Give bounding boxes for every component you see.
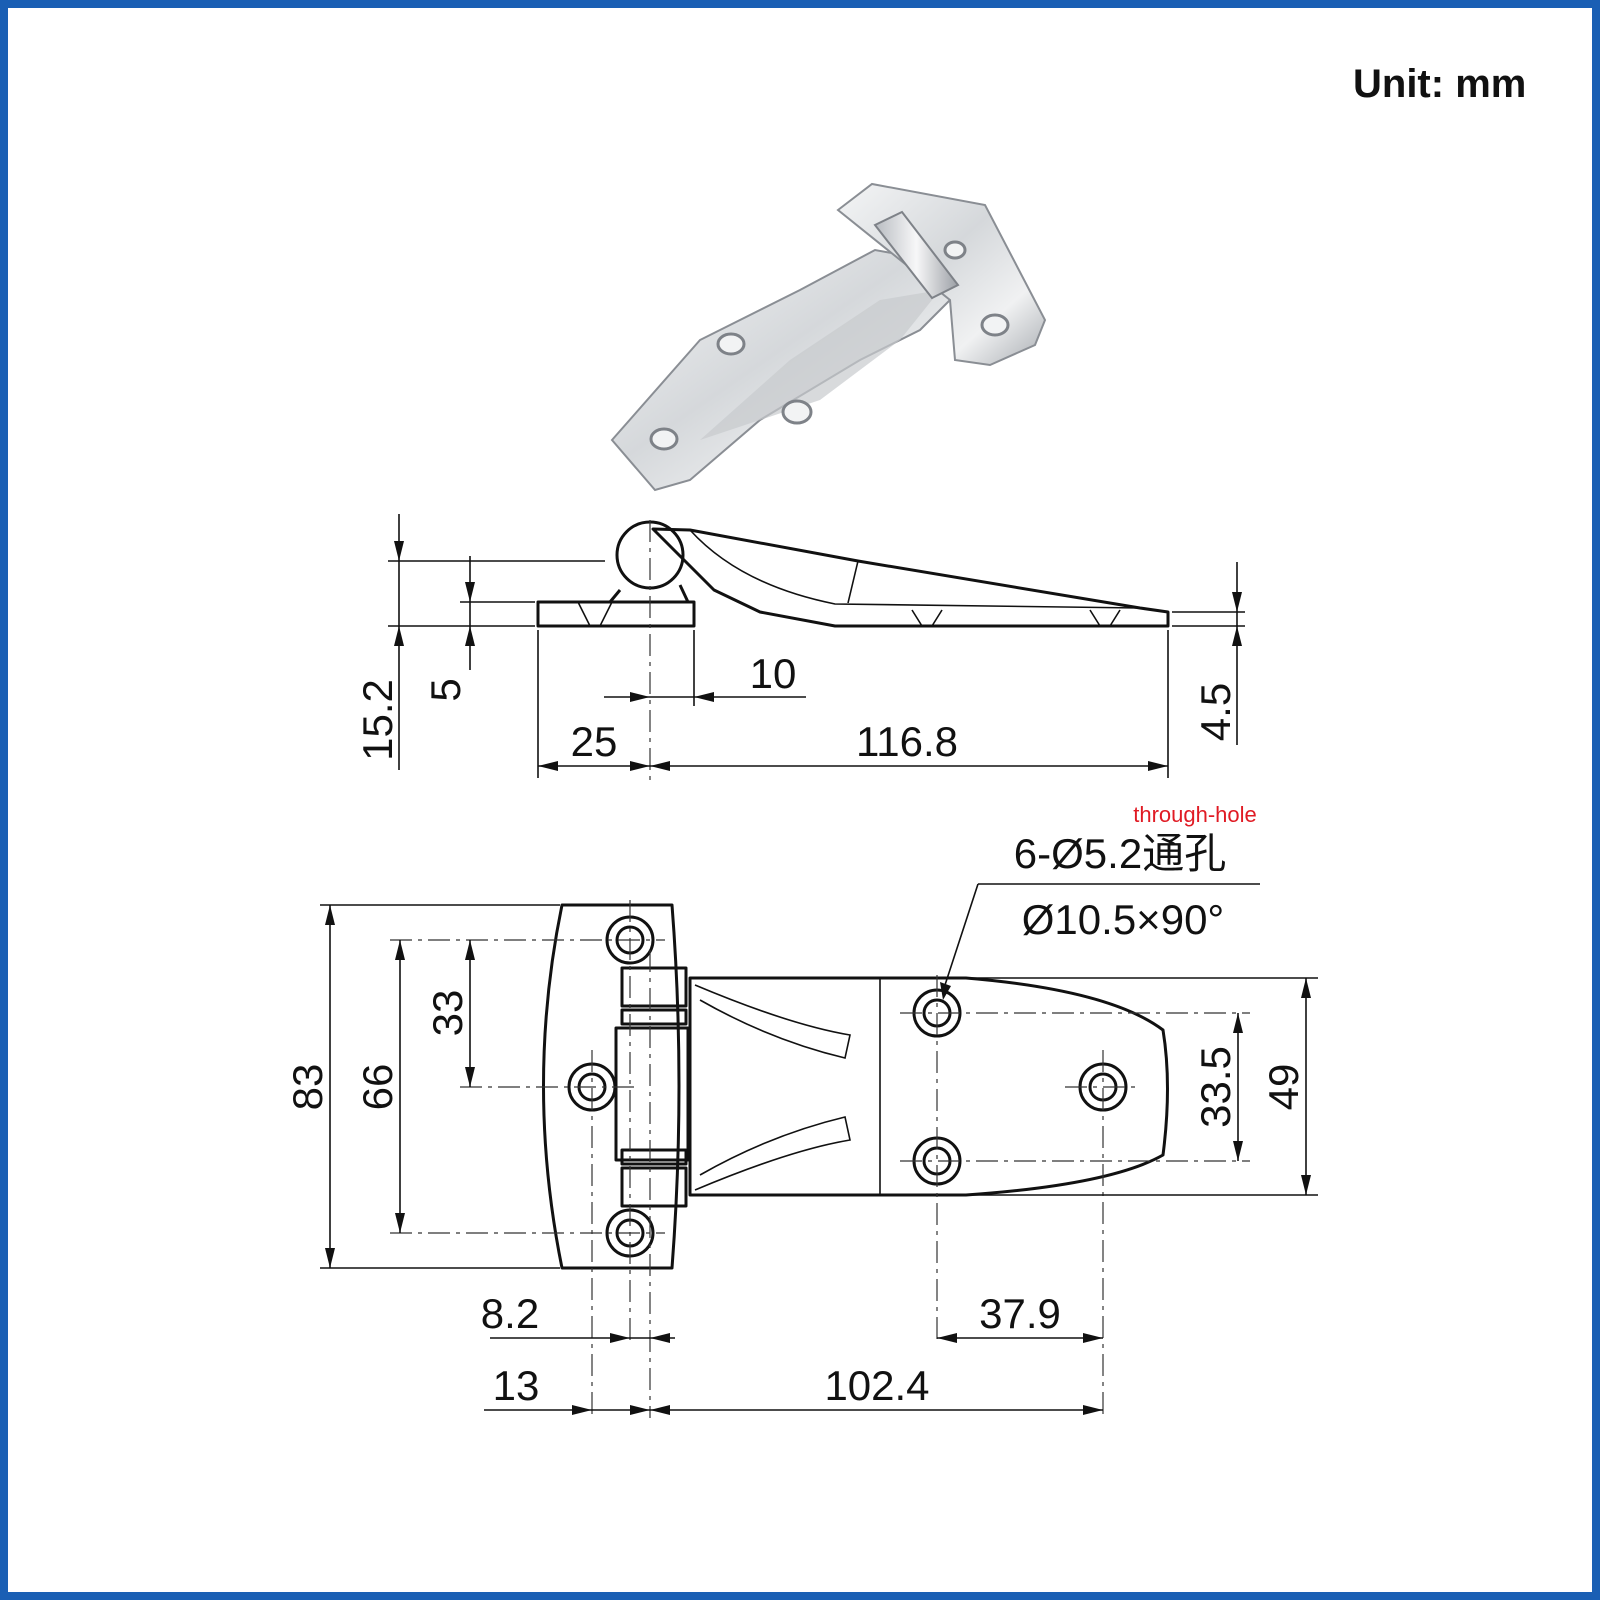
dim-116-8: 116.8 — [856, 718, 958, 765]
unit-label: Unit: mm — [1353, 62, 1526, 106]
dim-33: 33 — [424, 990, 471, 1037]
side-view: 15.2 5 4.5 10 25 116.8 — [354, 514, 1245, 780]
dim-25: 25 — [571, 718, 618, 765]
top-view: 83 66 33 33.5 49 8.2 13 3 — [284, 802, 1318, 1418]
dim-4-5: 4.5 — [1192, 683, 1239, 741]
dim-66: 66 — [354, 1064, 401, 1111]
technical-drawing: Unit: mm — [284, 62, 1526, 1418]
hole-callout-line1: 6-Ø5.2通孔 — [1014, 830, 1226, 877]
dim-37-9: 37.9 — [979, 1290, 1061, 1337]
dim-13: 13 — [493, 1362, 540, 1409]
dim-49: 49 — [1260, 1064, 1307, 1111]
dim-10: 10 — [750, 650, 797, 697]
dim-33-5: 33.5 — [1192, 1046, 1239, 1128]
hole-callout-line2: Ø10.5×90° — [1022, 896, 1224, 943]
hinge-product-photo — [610, 182, 1047, 492]
dim-8-2: 8.2 — [481, 1290, 539, 1337]
dim-15-2: 15.2 — [354, 679, 401, 761]
dim-5: 5 — [422, 678, 469, 701]
dim-83: 83 — [284, 1064, 331, 1111]
dim-102-4: 102.4 — [824, 1362, 929, 1409]
through-hole-note: through-hole — [1133, 802, 1257, 827]
